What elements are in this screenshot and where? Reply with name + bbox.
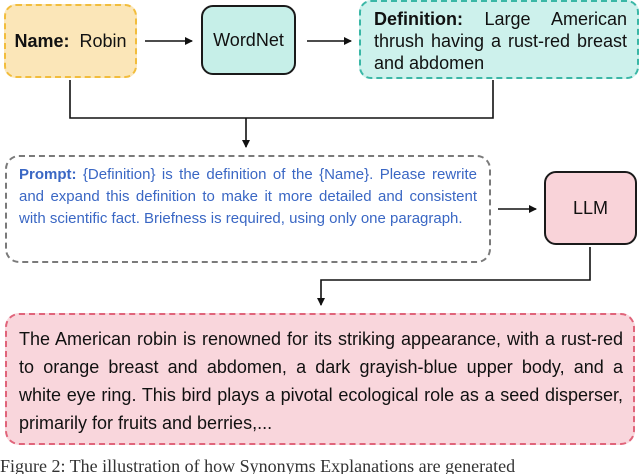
name-label: Name: [14, 30, 70, 51]
prompt-label: Prompt: [19, 166, 77, 183]
wordnet-label: WordNet [213, 29, 284, 50]
figure-caption: Figure 2: The illustration of how Synony… [0, 456, 516, 474]
output-text: The American robin is renowned for its s… [19, 329, 623, 433]
wordnet-box: WordNet [201, 5, 296, 75]
definition-box: Definition: Large American thrush having… [359, 0, 639, 79]
name-box: Name: Robin [4, 4, 137, 78]
name-value: Robin [79, 30, 127, 51]
merge-line [69, 80, 494, 119]
prompt-value: {Definition} is the definition of the {N… [19, 166, 477, 227]
prompt-box: Prompt: {Definition} is the definition o… [5, 155, 491, 263]
definition-label: Definition: [374, 9, 463, 29]
output-box: The American robin is renowned for its s… [5, 313, 635, 445]
llm-label: LLM [572, 197, 608, 218]
llm-box: LLM [544, 171, 637, 245]
arrow-llm-to-output [317, 247, 591, 306]
definition-value: Large American thrush having a rust-red … [374, 9, 627, 73]
